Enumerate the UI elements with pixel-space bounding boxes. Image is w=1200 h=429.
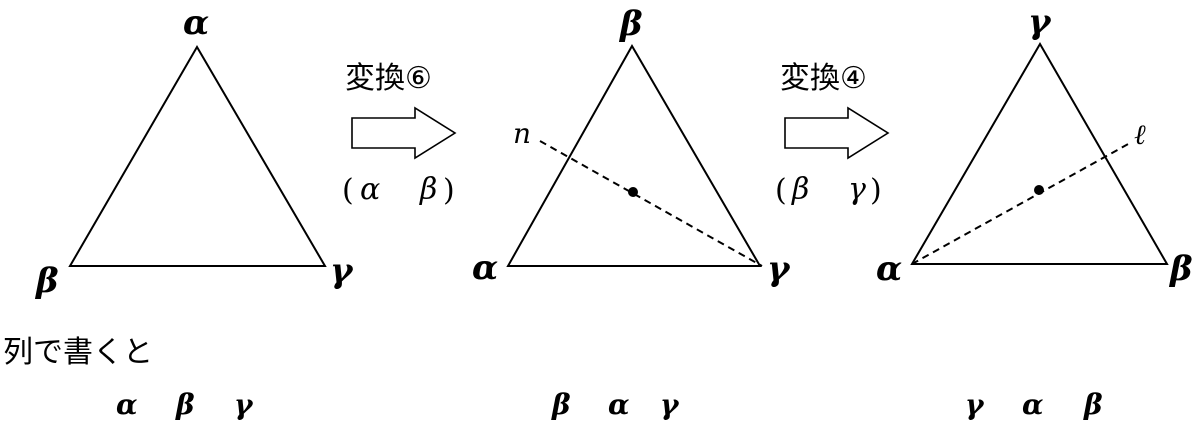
triangle-1: α β γ [34,3,354,301]
transform-1-arrow-icon [351,106,457,160]
triangle-2: n β α γ [472,4,791,289]
triangle-1-right-label: γ [330,251,354,291]
triangle-1-left-label: β [34,261,59,301]
permutation-2: β α γ [551,388,680,421]
triangle-2-axis-label: n [513,117,531,150]
permutation-2-c1: β [551,388,571,421]
transform-2-name: 変換④ [780,61,867,96]
triangle-3-right-label: β [1168,249,1193,289]
permutation-3-c3: β [1083,388,1103,421]
permutation-3: γ α β [965,388,1103,421]
triangle-2-center-dot [628,187,638,197]
triangle-3-shape [910,42,1169,265]
transform-2: 変換④ ( β γ ) [775,61,890,208]
triangle-2-shape [506,43,762,267]
triangle-3-center-dot [1034,185,1044,195]
transform-1-open-paren: ( [342,173,354,208]
transform-2-elem-b: γ [848,172,866,207]
transform-2-close-paren: ) [870,173,882,208]
transform-1-close-paren: ) [443,173,455,208]
triangle-2-right-label: γ [767,249,791,289]
permutation-1-c2: β [175,388,195,421]
triangle-2-left-label: α [472,248,498,288]
permutation-1: α β γ [116,388,254,421]
transform-1-elem-b: β [419,172,437,207]
caption: 列で書くと [3,335,153,370]
permutation-1-c1: α [116,388,138,421]
triangle-3-axis-label: ℓ [1134,118,1146,151]
permutation-3-c1: γ [965,388,985,421]
permutation-1-c3: γ [234,388,254,421]
transform-2-open-paren: ( [775,173,787,208]
permutation-2-c3: γ [660,388,680,421]
transform-1-elem-a: α [360,172,380,207]
transform-1: 変換⑥ ( α β ) [342,61,457,208]
triangle-3-symmetry-axis [911,142,1131,265]
triangle-3-left-label: α [876,249,902,289]
triangle-1-top-label: α [183,3,209,43]
transform-2-arrow-icon [784,106,890,160]
triangle-3-top-label: γ [1028,2,1052,42]
triangle-2-top-label: β [618,4,643,44]
transform-1-name: 変換⑥ [345,61,432,96]
triangle-3: ℓ γ α β [876,2,1193,289]
triangle-2-symmetry-axis [539,140,763,267]
transform-2-elem-a: β [791,172,809,207]
permutation-3-c2: α [1022,388,1044,421]
triangle-1-shape [68,45,327,267]
permutation-2-c2: α [608,388,630,421]
